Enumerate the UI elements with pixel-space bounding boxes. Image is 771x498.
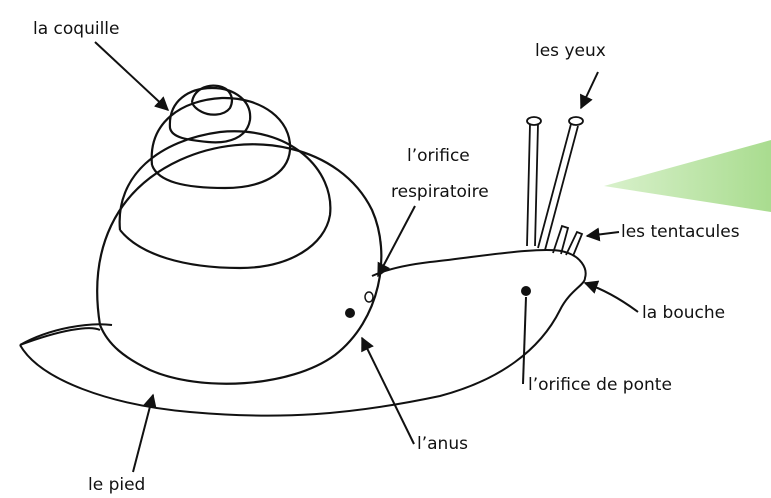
green-accent-triangle	[604, 140, 771, 212]
arrow-mouth	[585, 283, 638, 312]
label-mouth: la bouche	[642, 303, 725, 323]
arrow-shell	[95, 42, 168, 110]
line-egg-opening	[523, 297, 526, 384]
egg-opening-dot	[521, 286, 531, 296]
arrow-anus	[362, 338, 414, 444]
label-respiratory-line2: respiratoire	[391, 182, 489, 202]
anus-dot	[345, 308, 355, 318]
arrow-eyes	[581, 72, 598, 108]
arrow-tentacles	[587, 232, 619, 236]
snail-shell	[97, 86, 381, 384]
label-shell: la coquille	[33, 19, 120, 39]
respiratory-opening	[365, 292, 373, 302]
label-anus: l’anus	[417, 434, 468, 454]
label-tentacles: les tentacules	[621, 222, 740, 242]
snail-foot-outline	[20, 324, 112, 345]
small-tentacles	[553, 226, 582, 256]
pointer-arrows	[95, 42, 638, 472]
label-egg-opening: l’orifice de ponte	[528, 375, 672, 395]
label-respiratory-line1: l’orifice	[407, 146, 470, 166]
eye-stalks	[527, 117, 583, 250]
label-eyes: les yeux	[535, 41, 606, 61]
label-foot: le pied	[88, 475, 145, 495]
